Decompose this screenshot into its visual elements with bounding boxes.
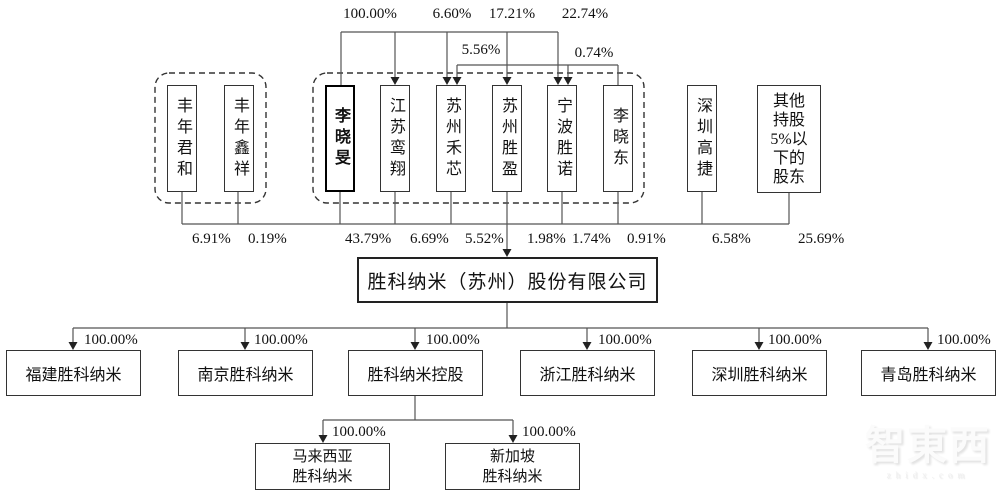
ownership-pct-label: 0.74% [574, 45, 614, 61]
shareholder-box-li-xiaodong: 李晓东 [603, 85, 633, 192]
shareholder-name: 苏州胜盈 [499, 96, 516, 181]
subsidiary-name-line: 马来西亚 [292, 448, 353, 465]
shareholder-box-ningbo-shengnuo: 宁波胜诺 [547, 85, 577, 192]
shareholding-pct-label: 0.19% [248, 231, 287, 247]
sub-subsidiary-lines [322, 396, 514, 436]
ownership-pct-label: 22.74% [561, 6, 609, 22]
shareholder-name: 宁波胜诺 [554, 96, 571, 181]
shareholder-box-fengnian-junhe: 丰年君和 [167, 85, 197, 192]
arrowheads [68, 77, 933, 443]
subsidiary-pct-label: 100.00% [332, 424, 386, 440]
subsidiary-name: 南京胜科纳米 [197, 367, 294, 384]
subsidiary-box-shenzhen: 深圳胜科纳米 [692, 350, 827, 396]
shareholding-pct-label: 43.79% [345, 231, 392, 247]
top-ownership-lines [340, 31, 619, 85]
shareholding-pct-label: 6.69% [410, 231, 449, 247]
subsidiary-box-qingdao: 青岛胜科纳米 [861, 350, 996, 396]
subsidiary-name: 福建胜科纳米 [25, 367, 122, 384]
shareholder-name-line: 持股 [772, 111, 805, 129]
shareholder-lines [181, 192, 790, 250]
shareholder-name: 丰年君和 [174, 96, 191, 181]
shareholding-pct-label: 1.74% [572, 231, 611, 247]
shareholder-box-fengnian-xinxiang: 丰年鑫祥 [224, 85, 254, 192]
shareholding-pct-label: 1.98% [527, 231, 566, 247]
shareholder-name-line: 股东 [772, 168, 805, 186]
subsidiary-name: 深圳胜科纳米 [711, 367, 808, 384]
subsidiary-box-singapore: 新加坡 胜科纳米 [445, 443, 580, 490]
subsidiary-box-malaysia: 马来西亚 胜科纳米 [255, 443, 390, 490]
company-name: 胜科纳米（苏州）股份有限公司 [367, 271, 648, 293]
subsidiary-name-line: 胜科纳米 [292, 468, 353, 485]
subsidiary-pct-label: 100.00% [254, 332, 308, 348]
shareholding-pct-label: 6.91% [192, 231, 231, 247]
subsidiary-box-zhejiang: 浙江胜科纳米 [520, 350, 655, 396]
shareholder-name: 深圳高捷 [694, 96, 711, 181]
ownership-pct-label: 5.56% [461, 42, 501, 58]
subsidiary-pct-label: 100.00% [937, 332, 991, 348]
shareholder-box-other-minor-shareholders: 其他 持股 5%以 下的 股东 [757, 85, 821, 193]
shareholder-box-suzhou-hexin: 苏州禾芯 [436, 85, 466, 192]
shareholder-box-jiangsu-luanxiang: 江苏鸾翔 [380, 85, 410, 192]
subsidiary-pct-label: 100.00% [598, 332, 652, 348]
ownership-pct-label: 17.21% [488, 6, 536, 22]
founder-group-border-left [154, 72, 267, 204]
subsidiary-name: 胜科纳米控股 [367, 367, 464, 384]
shareholding-pct-label: 5.52% [465, 231, 504, 247]
ownership-pct-label: 100.00% [343, 6, 397, 22]
company-box: 胜科纳米（苏州）股份有限公司 [357, 257, 658, 303]
subsidiary-name: 浙江胜科纳米 [539, 367, 636, 384]
ownership-pct-label: 6.60% [432, 6, 472, 22]
shareholding-pct-label: 0.91% [627, 231, 666, 247]
shareholder-name: 江苏鸾翔 [387, 96, 404, 181]
shareholder-box-shenzhen-gaojie: 深圳高捷 [687, 85, 717, 192]
subsidiary-name-line: 胜科纳米 [482, 468, 543, 485]
subsidiary-name: 青岛胜科纳米 [880, 367, 977, 384]
subsidiary-box-nanjing: 南京胜科纳米 [178, 350, 313, 396]
shareholder-name: 李晓旻 [332, 107, 349, 170]
subsidiary-name-line: 新加坡 [489, 448, 535, 465]
shareholder-name: 丰年鑫祥 [231, 96, 248, 181]
shareholder-name: 李晓东 [610, 107, 627, 170]
founder-group-border-main [312, 72, 645, 204]
shareholder-name-line: 其他 [772, 92, 805, 110]
subsidiary-box-holding: 胜科纳米控股 [348, 350, 483, 396]
shareholder-name: 苏州禾芯 [443, 96, 460, 181]
shareholding-pct-label: 6.58% [712, 231, 751, 247]
shareholder-name-line: 5%以 [770, 130, 808, 148]
shareholder-box-suzhou-shengying: 苏州胜盈 [492, 85, 522, 192]
subsidiary-pct-label: 100.00% [426, 332, 480, 348]
shareholder-name-line: 下的 [772, 149, 805, 167]
subsidiary-pct-label: 100.00% [768, 332, 822, 348]
subsidiary-lines [72, 303, 929, 343]
shareholder-box-li-xiaomin: 李晓旻 [325, 85, 355, 192]
shareholding-pct-label: 25.69% [798, 231, 845, 247]
subsidiary-pct-label: 100.00% [84, 332, 138, 348]
subsidiary-pct-label: 100.00% [522, 424, 576, 440]
subsidiary-box-fujian: 福建胜科纳米 [6, 350, 141, 396]
